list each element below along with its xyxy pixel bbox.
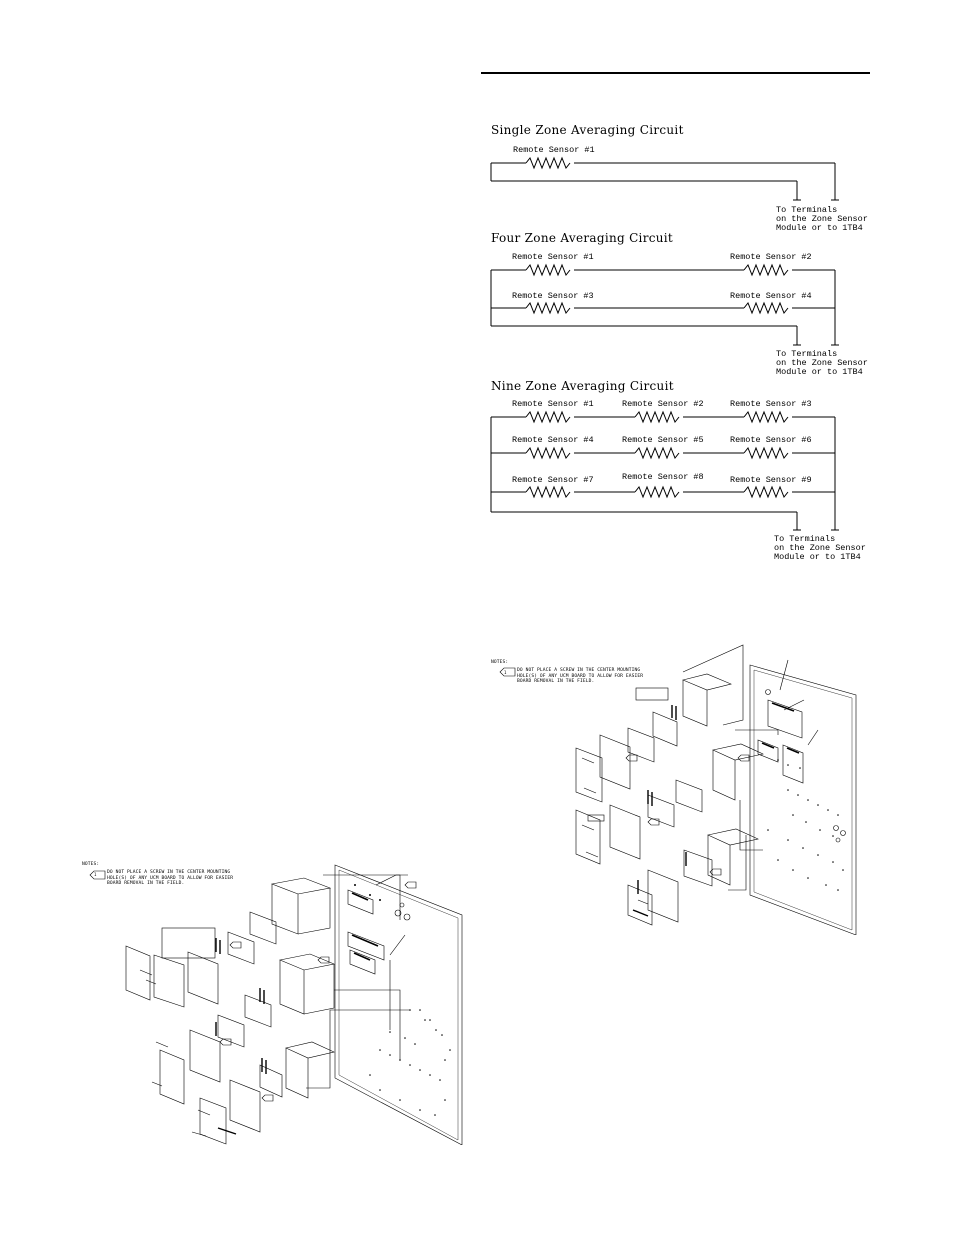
four-sensor-4-label: Remote Sensor #4 — [730, 291, 812, 301]
nine-sensor-3-label: Remote Sensor #3 — [730, 399, 812, 409]
four-terminals-label: To Terminals on the Zone Sensor Module o… — [776, 349, 868, 377]
four-sensor-3-label: Remote Sensor #3 — [512, 291, 594, 301]
nine-zone-title: Nine Zone Averaging Circuit — [491, 379, 674, 393]
left-notes-heading: NOTES: — [82, 862, 100, 867]
nine-zone-circuit — [490, 411, 839, 531]
single-zone-circuit — [490, 157, 839, 201]
four-zone-title: Four Zone Averaging Circuit — [491, 231, 674, 245]
nine-sensor-8-label: Remote Sensor #8 — [622, 472, 704, 482]
four-zone-circuit — [490, 264, 839, 346]
four-sensor-2-label: Remote Sensor #2 — [730, 252, 812, 262]
nine-sensor-4-label: Remote Sensor #4 — [512, 435, 594, 445]
nine-sensor-9-label: Remote Sensor #9 — [730, 475, 812, 485]
single-zone-title: Single Zone Averaging Circuit — [491, 123, 684, 137]
nine-sensor-6-label: Remote Sensor #6 — [730, 435, 812, 445]
nine-sensor-1-label: Remote Sensor #1 — [512, 399, 594, 409]
averaging-circuit-diagrams — [490, 157, 839, 531]
right-exploded-panel-drawing — [499, 644, 857, 935]
single-sensor-1-label: Remote Sensor #1 — [513, 145, 595, 155]
left-note-text: DO NOT PLACE A SCREW IN THE CENTER MOUNT… — [107, 870, 234, 887]
right-note-text: DO NOT PLACE A SCREW IN THE CENTER MOUNT… — [517, 668, 644, 685]
header-rule — [481, 72, 870, 74]
nine-sensor-5-label: Remote Sensor #5 — [622, 435, 704, 445]
four-sensor-1-label: Remote Sensor #1 — [512, 252, 594, 262]
left-exploded-panel-drawing — [89, 864, 463, 1145]
nine-terminals-label: To Terminals on the Zone Sensor Module o… — [774, 534, 866, 562]
nine-sensor-7-label: Remote Sensor #7 — [512, 475, 594, 485]
right-note-number: 1 — [504, 670, 507, 675]
left-note-number: 1 — [94, 872, 97, 877]
right-notes-heading: NOTES: — [491, 660, 509, 665]
single-terminals-label: To Terminals on the Zone Sensor Module o… — [776, 205, 868, 233]
nine-sensor-2-label: Remote Sensor #2 — [622, 399, 704, 409]
